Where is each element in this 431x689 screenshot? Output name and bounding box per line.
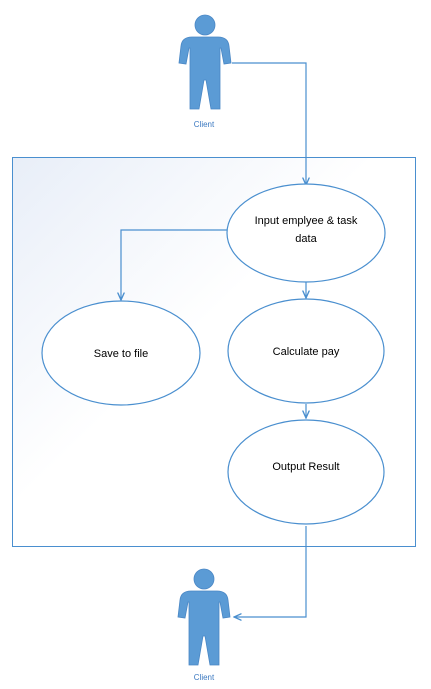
actor-top-label: Client [194, 120, 215, 129]
person-icon [177, 568, 231, 666]
connector-output-to-client [234, 526, 307, 617]
use-case-input-data[interactable]: Input emplyee & task data [226, 183, 386, 283]
actor-bottom-label: Client [194, 673, 215, 682]
use-case-output-label: Output Result [272, 461, 339, 473]
person-icon [178, 14, 232, 110]
use-case-calculate-label: Calculate pay [273, 346, 340, 358]
use-case-calculate-pay[interactable]: Calculate pay [227, 298, 385, 404]
use-case-save-label: Save to file [94, 348, 148, 360]
use-case-output-result[interactable]: Output Result [227, 419, 385, 525]
use-case-input-label-line2: data [295, 233, 317, 245]
actor-client-top[interactable]: Client [178, 14, 232, 129]
use-case-input-label-line1: Input emplyee & task [255, 215, 358, 227]
connector-client-to-input [232, 62, 306, 185]
actor-client-bottom[interactable]: Client [177, 568, 231, 682]
use-case-save-to-file[interactable]: Save to file [41, 300, 201, 406]
connector-input-to-save [121, 229, 227, 300]
